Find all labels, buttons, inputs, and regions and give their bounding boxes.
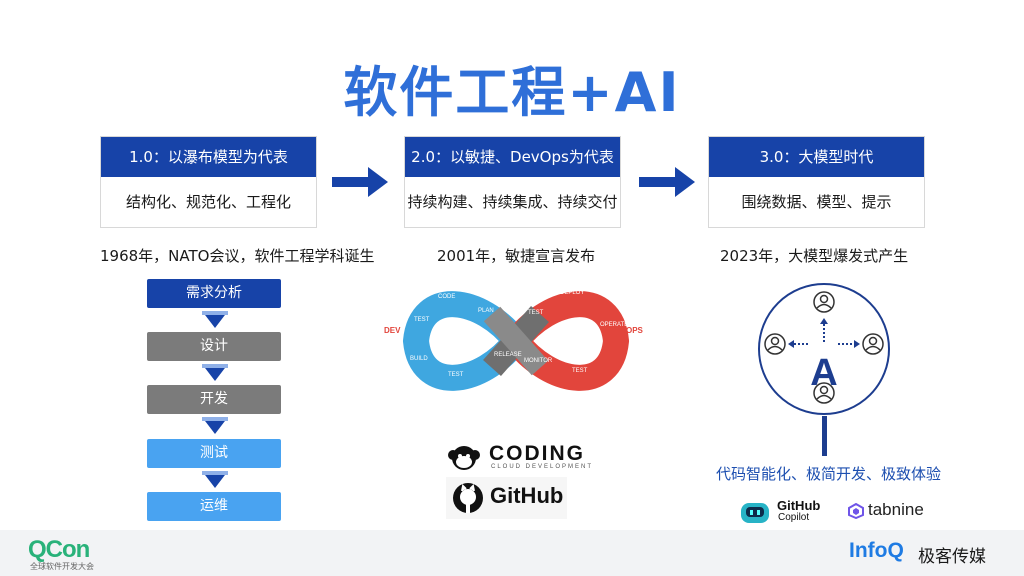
user-icon (862, 333, 884, 355)
era-1-heading: 1.0：以瀑布模型为代表 (101, 137, 316, 177)
step-label: 设计 (200, 338, 228, 354)
devops-left-label: DEV (384, 326, 401, 335)
footer-bar (0, 530, 1024, 576)
era-3-body: 围绕数据、模型、提示 (741, 193, 892, 211)
devops-stage: MONITOR (524, 358, 553, 364)
devops-ops-loop (505, 291, 630, 391)
coding-logo-text: CODING (489, 442, 585, 465)
devops-monitor-band (483, 306, 549, 376)
devops-stage: OPERATE (600, 322, 628, 328)
devops-stage: BUILD (410, 356, 428, 362)
devops-dev-loop (402, 291, 527, 391)
chevron-down-icon (202, 311, 228, 328)
era-card-3: 3.0：大模型时代 围绕数据、模型、提示 (708, 136, 925, 228)
era-1-body: 结构化、规范化、工程化 (125, 193, 291, 211)
era-1-caption: 1968年，NATO会议，软件工程学科诞生 (100, 247, 375, 265)
tabnine-icon (848, 503, 864, 519)
chevron-down-icon (202, 364, 228, 381)
devops-stage: TEST (414, 317, 430, 323)
waterfall-step: 运维 (147, 492, 281, 521)
agent-diagram: A (758, 283, 890, 415)
waterfall-step: 开发 (147, 385, 281, 414)
agent-connector-line (822, 416, 827, 456)
qcon-tagline: 全球软件开发大会 (30, 562, 94, 571)
copilot-logo-text: GitHub (777, 498, 821, 513)
era-2-body: 持续构建、持续集成、持续交付 (407, 193, 618, 211)
devops-stage: TEST (572, 368, 588, 374)
devops-stage: RELEASE (494, 352, 522, 358)
page-title: 软件工程+AI (343, 61, 681, 124)
arrow-right-icon (639, 167, 695, 197)
coding-logo-subtext: CLOUD DEVELOPMENT (491, 464, 594, 470)
devops-stage: PLAN (478, 308, 494, 314)
copilot-logo-subtext: Copilot (778, 512, 810, 523)
copilot-icon (741, 503, 769, 523)
step-label: 需求分析 (186, 285, 242, 301)
step-label: 测试 (200, 445, 228, 461)
arrow-right-icon (332, 167, 388, 197)
devops-loop-diagram: DEV OPS CODE PLAN TEST BUILD TEST RELEAS… (384, 290, 644, 391)
qcon-logo: QCon (28, 536, 90, 563)
user-icon (764, 333, 786, 355)
geek-media-logo: 极客传媒 (918, 547, 986, 567)
devops-stage: TEST (528, 310, 544, 316)
github-logo: GitHub (446, 477, 567, 519)
waterfall-step: 设计 (147, 332, 281, 361)
ai-caption: 代码智能化、极简开发、极致体验 (716, 465, 942, 483)
waterfall-step: 需求分析 (147, 279, 281, 308)
tabnine-logo-text: tabnine (868, 500, 924, 519)
devops-stage: CODE (438, 294, 455, 300)
step-label: 运维 (200, 498, 228, 514)
era-3-heading: 3.0：大模型时代 (709, 137, 924, 177)
devops-right-label: OPS (626, 326, 644, 335)
coding-monkey-icon (448, 446, 480, 470)
infoq-logo: InfoQ (849, 539, 904, 562)
user-icon (813, 291, 835, 313)
chevron-down-icon (202, 471, 228, 488)
github-logo-text: GitHub (490, 483, 564, 508)
era-2-heading: 2.0：以敏捷、DevOps为代表 (405, 137, 620, 177)
era-card-2: 2.0：以敏捷、DevOps为代表 持续构建、持续集成、持续交付 (404, 136, 621, 228)
era-3-caption: 2023年，大模型爆发式产生 (720, 247, 909, 265)
devops-stage: TEST (448, 372, 464, 378)
chevron-down-icon (202, 417, 228, 434)
github-octocat-icon (453, 483, 483, 513)
devops-stage: DEPLOY (560, 290, 584, 296)
agent-center-letter: A (810, 352, 837, 394)
era-2-caption: 2001年，敏捷宣言发布 (437, 247, 596, 265)
era-card-1: 1.0：以瀑布模型为代表 结构化、规范化、工程化 (100, 136, 317, 228)
step-label: 开发 (200, 391, 228, 407)
waterfall-step: 测试 (147, 439, 281, 468)
user-icon (813, 382, 835, 404)
